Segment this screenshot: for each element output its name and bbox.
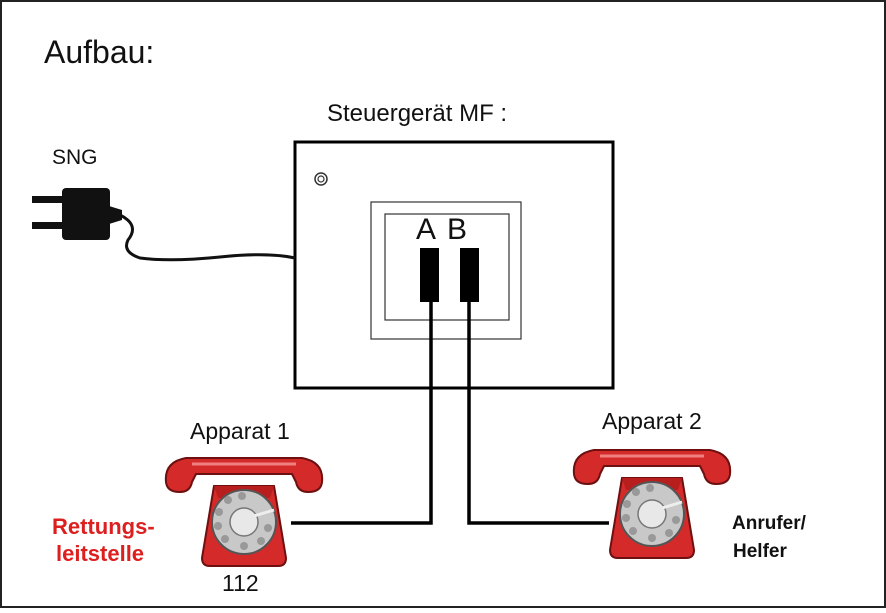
power-supply-label: SNG [52, 146, 98, 169]
led-icon [314, 172, 328, 186]
plug-icon [32, 188, 296, 262]
phone-1-label: Apparat 1 [190, 418, 290, 444]
port-a-label: A [416, 213, 437, 246]
phone-2-role-line1: Anrufer/ [732, 513, 806, 534]
connector-a [420, 248, 439, 302]
port-b-label: B [447, 213, 468, 246]
wire-a [291, 302, 433, 525]
socket-panel-inner [384, 213, 510, 321]
connector-b [460, 248, 479, 302]
page-title: Aufbau: [44, 34, 155, 70]
phone-1-role-line1: Rettungs- [52, 514, 155, 539]
controller-label: Steuergerät MF : [327, 100, 508, 127]
phone-2-label: Apparat 2 [602, 408, 702, 434]
wire-b [467, 302, 609, 525]
phone-1-number: 112 [222, 570, 259, 596]
telephone-icon [572, 448, 732, 560]
phone-1-role-line2: leitstelle [56, 541, 145, 566]
socket-panel-outer [370, 201, 522, 340]
telephone-icon [164, 456, 324, 568]
controller-box [293, 140, 615, 390]
phone-2-role-line2: Helfer [733, 541, 787, 562]
